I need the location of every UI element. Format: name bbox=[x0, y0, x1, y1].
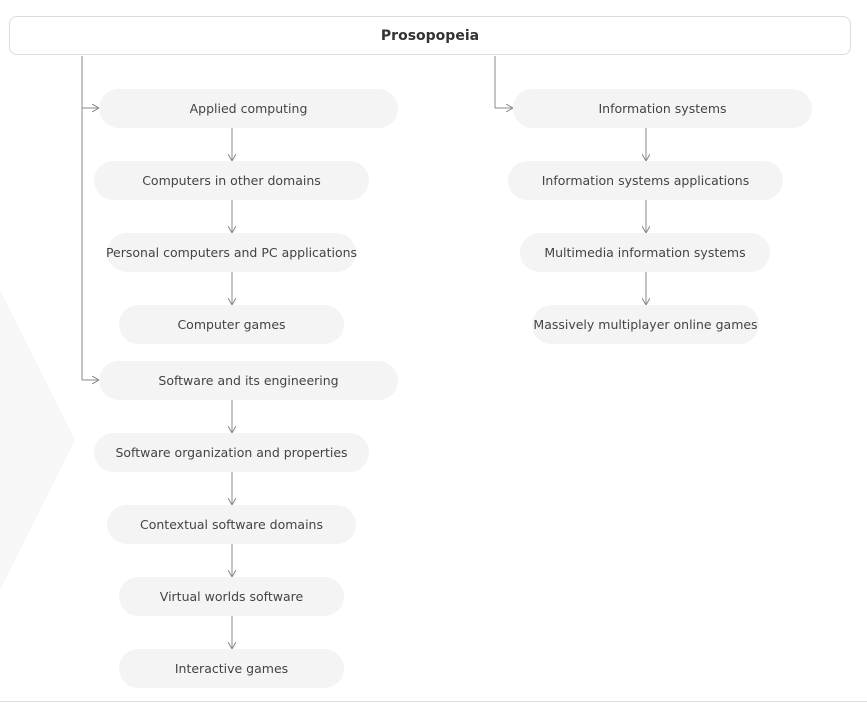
node-contextual-software-domains: Contextual software domains bbox=[107, 505, 356, 544]
node-label: Applied computing bbox=[189, 101, 308, 116]
node-computers-in-other-domains: Computers in other domains bbox=[94, 161, 369, 200]
node-virtual-worlds-software: Virtual worlds software bbox=[119, 577, 344, 616]
node-software-organization: Software organization and properties bbox=[94, 433, 369, 472]
node-massively-multiplayer-online-games: Massively multiplayer online games bbox=[532, 305, 759, 344]
node-label: Software organization and properties bbox=[115, 445, 348, 460]
root-node-label: Prosopopeia bbox=[380, 27, 480, 44]
node-label: Software and its engineering bbox=[158, 373, 339, 388]
node-label: Personal computers and PC applications bbox=[105, 245, 358, 260]
node-applied-computing: Applied computing bbox=[99, 89, 398, 128]
node-label: Computers in other domains bbox=[142, 173, 321, 188]
node-label: Massively multiplayer online games bbox=[533, 317, 758, 332]
node-software-and-its-engineering: Software and its engineering bbox=[99, 361, 398, 400]
node-label: Virtual worlds software bbox=[159, 589, 304, 604]
node-information-systems-applications: Information systems applications bbox=[508, 161, 783, 200]
root-node: Prosopopeia bbox=[9, 16, 851, 55]
node-label: Interactive games bbox=[174, 661, 289, 676]
node-information-systems: Information systems bbox=[513, 89, 812, 128]
node-interactive-games: Interactive games bbox=[119, 649, 344, 688]
node-label: Computer games bbox=[177, 317, 286, 332]
node-multimedia-information-systems: Multimedia information systems bbox=[520, 233, 770, 272]
bottom-divider bbox=[0, 701, 867, 702]
node-label: Information systems bbox=[598, 101, 727, 116]
node-label: Multimedia information systems bbox=[544, 245, 746, 260]
node-computer-games: Computer games bbox=[119, 305, 344, 344]
node-label: Information systems applications bbox=[541, 173, 750, 188]
background-chevron-shape bbox=[0, 290, 75, 590]
node-label: Contextual software domains bbox=[140, 517, 323, 532]
node-personal-computers: Personal computers and PC applications bbox=[105, 233, 358, 272]
